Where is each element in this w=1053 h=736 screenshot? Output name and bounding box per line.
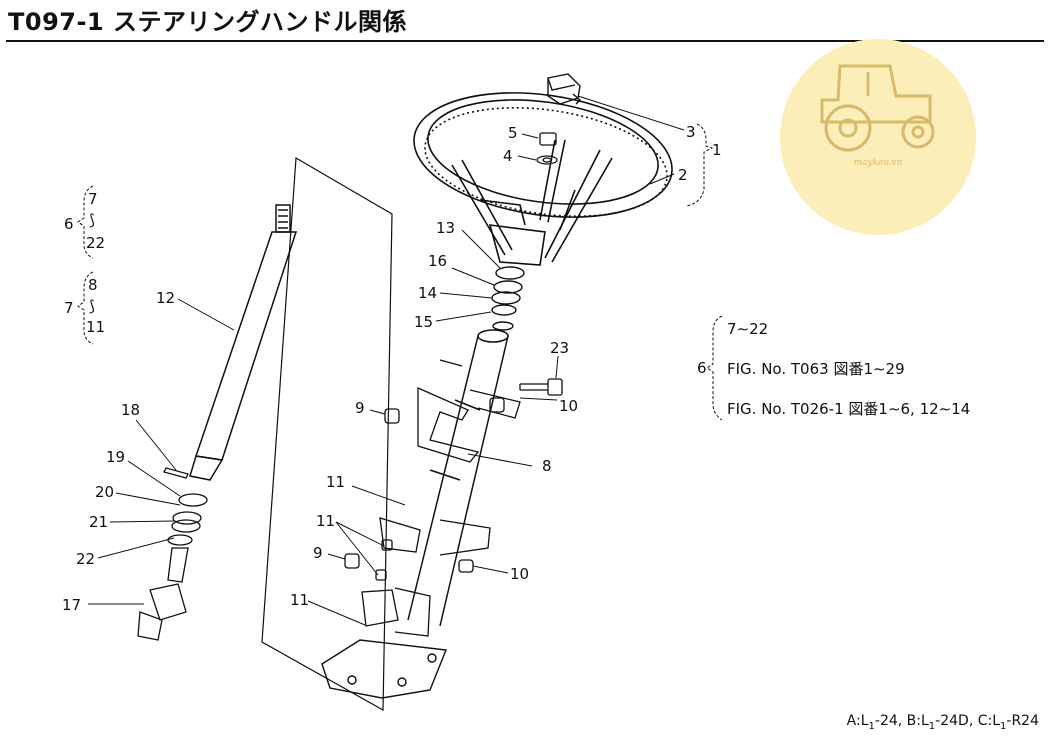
left-group-6-to: 22 — [86, 234, 105, 252]
column-upper-bracket — [417, 359, 521, 463]
leader-lines — [88, 95, 685, 626]
steering-wheel — [413, 92, 673, 266]
model-applicability-note: A:L1-24, B:L1-24D, C:L1-R24 — [847, 713, 1039, 732]
footer-c-prefix: C:L — [977, 713, 1001, 730]
callout-10-lower: 10 — [510, 565, 529, 583]
reference-group: 6 7∼22 FIG. No. T063 図番1∼29 FIG. No. T02… — [697, 315, 970, 421]
footer-b-prefix: B:L — [906, 713, 929, 730]
rubber-mounts — [344, 397, 505, 581]
steering-shaft — [189, 204, 298, 481]
callout-3: 3 — [686, 123, 696, 141]
left-group-6-tilde: ⟆ — [89, 211, 95, 229]
shaft-enclosure-box — [261, 156, 393, 712]
left-group-6-from: 7 — [88, 190, 98, 208]
reference-line-2: FIG. No. T063 図番1∼29 — [727, 360, 905, 378]
left-group-6: 6 7 ⟆ 22 — [64, 185, 105, 259]
callout-8: 8 — [542, 457, 552, 475]
wheel-spoke-right — [544, 149, 613, 263]
wheel-rim-inner — [427, 99, 659, 205]
column-lower-bracket — [361, 517, 491, 637]
callout-11-lower: 11 — [290, 591, 309, 609]
wheel-spoke-top — [539, 139, 566, 223]
callout-18: 18 — [121, 401, 140, 419]
page-title: T097-1 ステアリングハンドル関係 — [8, 8, 407, 36]
left-group-7: 7 8 ⟆ 11 — [64, 271, 105, 345]
callout-brace-1 — [685, 123, 714, 207]
wheel-spoke-left — [451, 159, 513, 256]
callout-11-upper: 11 — [326, 473, 345, 491]
callout-12: 12 — [156, 289, 175, 307]
shaft-lower-parts — [137, 467, 208, 641]
wheel-rim-outer — [413, 92, 673, 218]
wheel-hub — [488, 224, 546, 266]
watermark-disc — [780, 39, 976, 235]
footer-b-sub: 1 — [928, 721, 936, 732]
steering-column — [407, 329, 509, 627]
footer-c-suffix: -R24 — [1006, 713, 1039, 730]
footer-c-sub: 1 — [1000, 721, 1007, 732]
column-bearings — [491, 266, 525, 331]
callout-14: 14 — [418, 284, 437, 302]
title-rule — [6, 40, 1044, 42]
callout-15: 15 — [414, 313, 433, 331]
left-group-7-tilde: ⟆ — [89, 297, 95, 315]
callout-4: 4 — [503, 147, 513, 165]
reference-line-3: FIG. No. T026-1 図番1∼6, 12∼14 — [727, 400, 970, 418]
callout-labels: 1 2 3 4 5 8 9 9 10 10 11 11 11 12 13 14 … — [62, 123, 722, 614]
footer-a-suffix: -24, — [874, 713, 903, 730]
callout-2: 2 — [678, 166, 688, 184]
horn-cap — [547, 73, 582, 105]
footer-a-prefix: A:L — [846, 713, 869, 730]
callout-1: 1 — [712, 141, 722, 159]
left-group-6-label: 6 — [64, 215, 74, 233]
callout-5: 5 — [508, 124, 518, 142]
reference-line-1: 7∼22 — [727, 320, 768, 338]
watermark-text: maykeo.vn — [854, 158, 903, 168]
callout-20: 20 — [95, 483, 114, 501]
reference-brace — [706, 315, 723, 421]
callout-22: 22 — [76, 550, 95, 568]
column-base-plate — [321, 639, 447, 699]
callout-16: 16 — [428, 252, 447, 270]
left-group-7-brace — [77, 271, 94, 345]
callout-19: 19 — [106, 448, 125, 466]
callout-9-upper: 9 — [355, 399, 365, 417]
callout-10-upper: 10 — [559, 397, 578, 415]
footer-a-sub: 1 — [868, 721, 875, 732]
watermark: maykeo.vn — [780, 39, 976, 235]
callout-9-lower: 9 — [313, 544, 323, 562]
callout-17: 17 — [62, 596, 81, 614]
callout-11-middle: 11 — [316, 512, 335, 530]
universal-joint — [137, 583, 187, 641]
nut-washer — [536, 132, 558, 165]
left-group-7-label: 7 — [64, 299, 74, 317]
callout-13: 13 — [436, 219, 455, 237]
bolt — [519, 378, 563, 396]
reference-label: 6 — [697, 359, 707, 377]
left-group-6-brace — [77, 185, 94, 259]
footer-b-suffix: -24D, — [935, 713, 974, 730]
callout-21: 21 — [89, 513, 108, 531]
tractor-icon — [820, 64, 935, 152]
left-group-7-from: 8 — [88, 276, 98, 294]
callout-23: 23 — [550, 339, 569, 357]
left-group-7-to: 11 — [86, 318, 105, 336]
